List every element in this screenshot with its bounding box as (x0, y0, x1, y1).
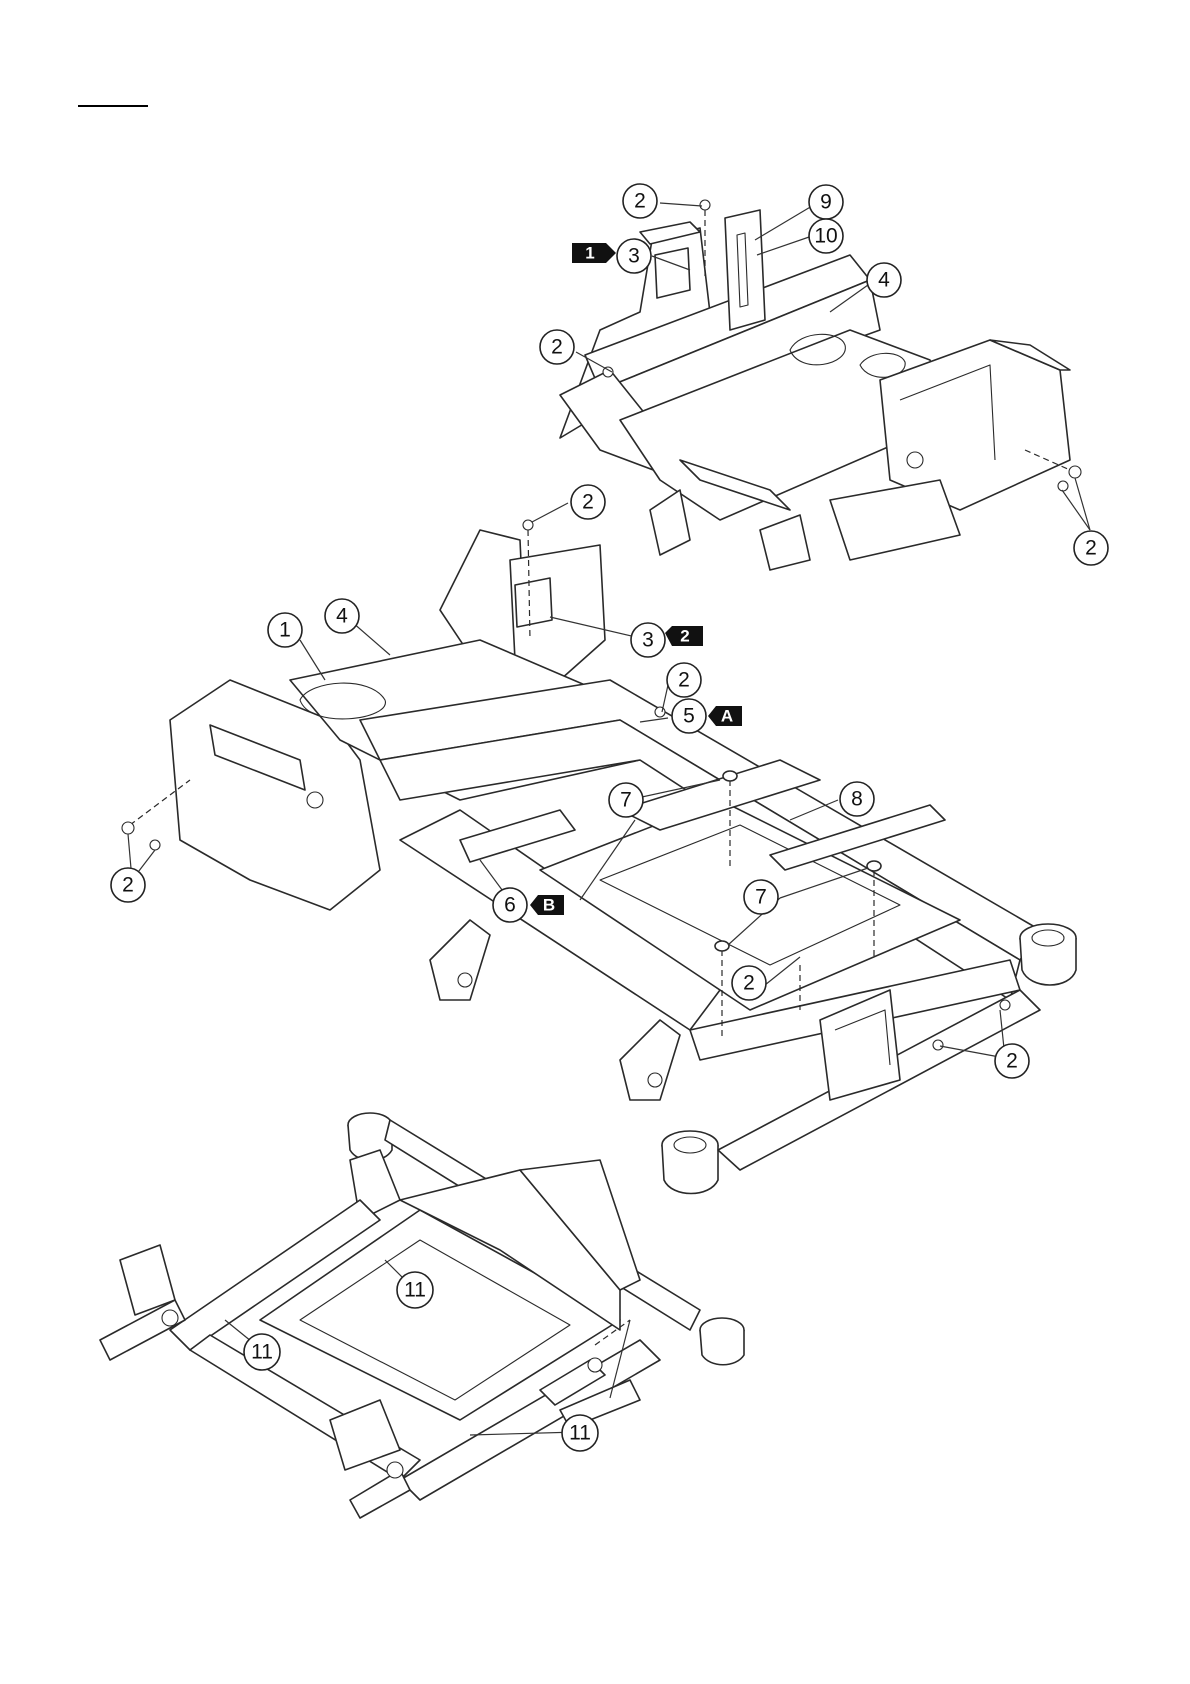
callout-m7b: 7 (744, 880, 778, 914)
callout-label: 1 (279, 619, 291, 642)
callout-m2d: 2 (732, 966, 766, 1000)
callout-label: 10 (814, 225, 837, 248)
callout-t4: 4 (867, 263, 901, 297)
callout-label: 2 (678, 669, 690, 692)
callout-m5: 5 (672, 699, 706, 733)
callout-label: 4 (878, 269, 890, 292)
callout-label: 4 (336, 605, 348, 628)
callout-t3: 3 (617, 239, 651, 273)
callout-m3: 3 (631, 623, 665, 657)
callout-label: 9 (820, 191, 832, 214)
callout-label: 11 (404, 1279, 426, 1302)
callout-m2a: 2 (571, 485, 605, 519)
callout-label: 11 (569, 1422, 591, 1445)
callout-label: 11 (251, 1341, 273, 1364)
callout-m4: 4 (325, 599, 359, 633)
tag-A: A (708, 706, 742, 726)
callout-m2e: 2 (995, 1044, 1029, 1078)
callout-m6: 6 (493, 888, 527, 922)
callout-t2a: 2 (623, 184, 657, 218)
callout-b11b: 11 (244, 1334, 280, 1370)
callout-t2c: 2 (1074, 531, 1108, 565)
callout-label: 7 (755, 886, 767, 909)
callout-label: 6 (504, 894, 516, 917)
callout-m2b: 2 (667, 663, 701, 697)
callout-label: 2 (634, 190, 646, 213)
tag-label: B (543, 896, 555, 915)
callout-m7a: 7 (609, 783, 643, 817)
callout-label: 2 (582, 491, 594, 514)
callout-label: 7 (620, 789, 632, 812)
callout-label: 2 (743, 972, 755, 995)
tag-2: 2 (665, 626, 703, 646)
callout-m1: 1 (268, 613, 302, 647)
tag-1: 1 (572, 243, 616, 263)
tag-label: 1 (585, 244, 594, 263)
callout-t9: 9 (809, 185, 843, 219)
callout-m2c: 2 (111, 868, 145, 902)
callout-b11a: 11 (397, 1272, 433, 1308)
callout-t10: 10 (809, 219, 843, 253)
callout-label: 3 (628, 245, 640, 268)
callout-label: 3 (642, 629, 654, 652)
tag-label: 2 (680, 627, 689, 646)
callout-t2b: 2 (540, 330, 574, 364)
callout-label: 5 (683, 705, 695, 728)
callout-label: 2 (122, 874, 134, 897)
callout-label: 8 (851, 788, 863, 811)
callout-label: 2 (1006, 1050, 1018, 1073)
callout-label: 2 (1085, 537, 1097, 560)
callout-m8: 8 (840, 782, 874, 816)
middle-frame-assembly (122, 520, 1076, 1194)
bottom-frame-assembly (100, 1113, 744, 1518)
callout-b11c: 11 (562, 1415, 598, 1451)
callout-label: 2 (551, 336, 563, 359)
tag-label: A (721, 707, 733, 726)
